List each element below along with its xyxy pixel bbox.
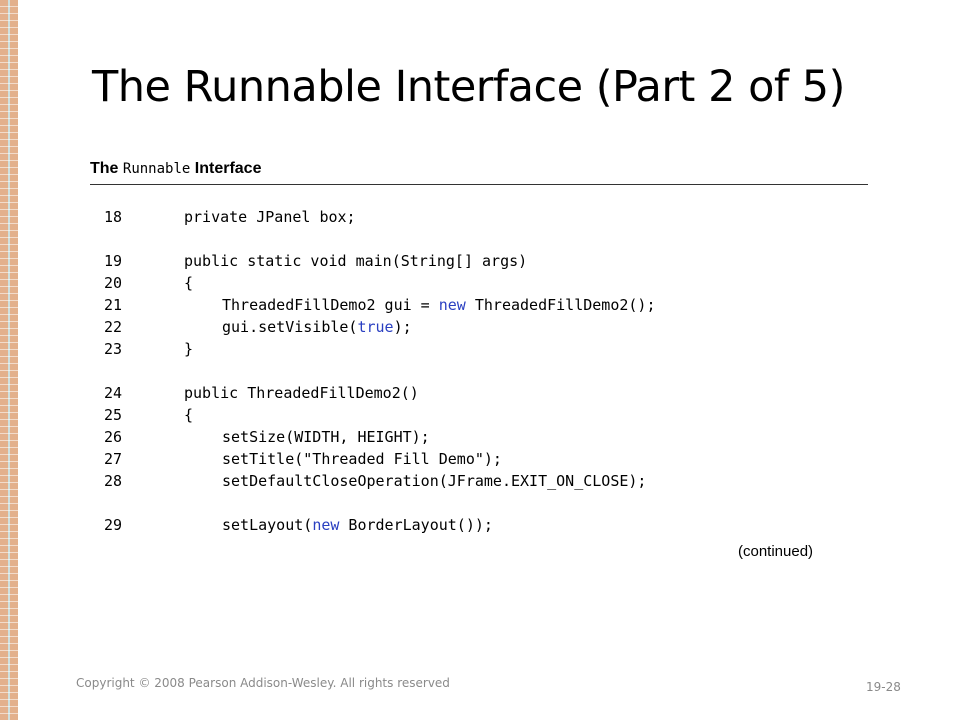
decorative-side-bar bbox=[0, 0, 18, 720]
code-segment: BorderLayout()); bbox=[339, 516, 493, 534]
figure-heading: The Runnable Interface bbox=[90, 160, 261, 178]
line-number: 29 bbox=[104, 516, 123, 534]
code-segment: ThreadedFillDemo2(); bbox=[465, 296, 656, 314]
line-number: 26 bbox=[104, 428, 123, 446]
code-segment: public static void main(String[] args) bbox=[184, 252, 528, 270]
copyright-footer: Copyright © 2008 Pearson Addison-Wesley.… bbox=[76, 676, 450, 690]
code-text: { bbox=[184, 272, 193, 294]
code-text: { bbox=[184, 404, 193, 426]
figure-heading-code-word: Runnable bbox=[122, 161, 191, 177]
code-segment: public ThreadedFillDemo2() bbox=[184, 384, 419, 402]
code-text: } bbox=[184, 338, 193, 360]
code-keyword: new bbox=[438, 296, 466, 314]
line-number: 25 bbox=[104, 406, 123, 424]
code-segment: setLayout( bbox=[222, 516, 313, 534]
code-segment: { bbox=[184, 406, 194, 424]
line-number: 21 bbox=[104, 296, 123, 314]
code-segment: private JPanel box; bbox=[184, 208, 356, 226]
figure-heading-prefix: The bbox=[90, 160, 123, 177]
code-text: setLayout(new BorderLayout()); bbox=[222, 514, 493, 536]
code-segment: setSize(WIDTH, HEIGHT); bbox=[222, 428, 430, 446]
figure-heading-rule bbox=[90, 184, 868, 185]
code-segment: ThreadedFillDemo2 gui = bbox=[222, 296, 439, 314]
code-segment: gui.setVisible( bbox=[222, 318, 358, 336]
code-text: setSize(WIDTH, HEIGHT); bbox=[222, 426, 430, 448]
slide-title: The Runnable Interface (Part 2 of 5) bbox=[92, 62, 845, 112]
code-text: private JPanel box; bbox=[184, 206, 356, 228]
line-number: 24 bbox=[104, 384, 123, 402]
line-number: 23 bbox=[104, 340, 123, 358]
line-number: 28 bbox=[104, 472, 123, 490]
code-segment: { bbox=[184, 274, 194, 292]
code-keyword: true bbox=[357, 318, 394, 336]
line-number: 19 bbox=[104, 252, 123, 270]
code-text: public ThreadedFillDemo2() bbox=[184, 382, 419, 404]
code-keyword: new bbox=[312, 516, 340, 534]
code-text: gui.setVisible(true); bbox=[222, 316, 412, 338]
page-number: 19-28 bbox=[866, 680, 901, 694]
line-number: 27 bbox=[104, 450, 123, 468]
code-text: setTitle("Threaded Fill Demo"); bbox=[222, 448, 502, 470]
line-number: 22 bbox=[104, 318, 123, 336]
code-text: setDefaultCloseOperation(JFrame.EXIT_ON_… bbox=[222, 470, 646, 492]
code-segment: setDefaultCloseOperation(JFrame.EXIT_ON_… bbox=[222, 472, 647, 490]
code-text: ThreadedFillDemo2 gui = new ThreadedFill… bbox=[222, 294, 656, 316]
continued-label: (continued) bbox=[738, 543, 814, 560]
code-segment: setTitle("Threaded Fill Demo"); bbox=[222, 450, 502, 468]
line-number: 18 bbox=[104, 208, 123, 226]
line-number: 20 bbox=[104, 274, 123, 292]
figure-heading-suffix: Interface bbox=[190, 160, 262, 177]
code-segment: ); bbox=[393, 318, 412, 336]
code-text: public static void main(String[] args) bbox=[184, 250, 527, 272]
code-segment: } bbox=[184, 340, 194, 358]
